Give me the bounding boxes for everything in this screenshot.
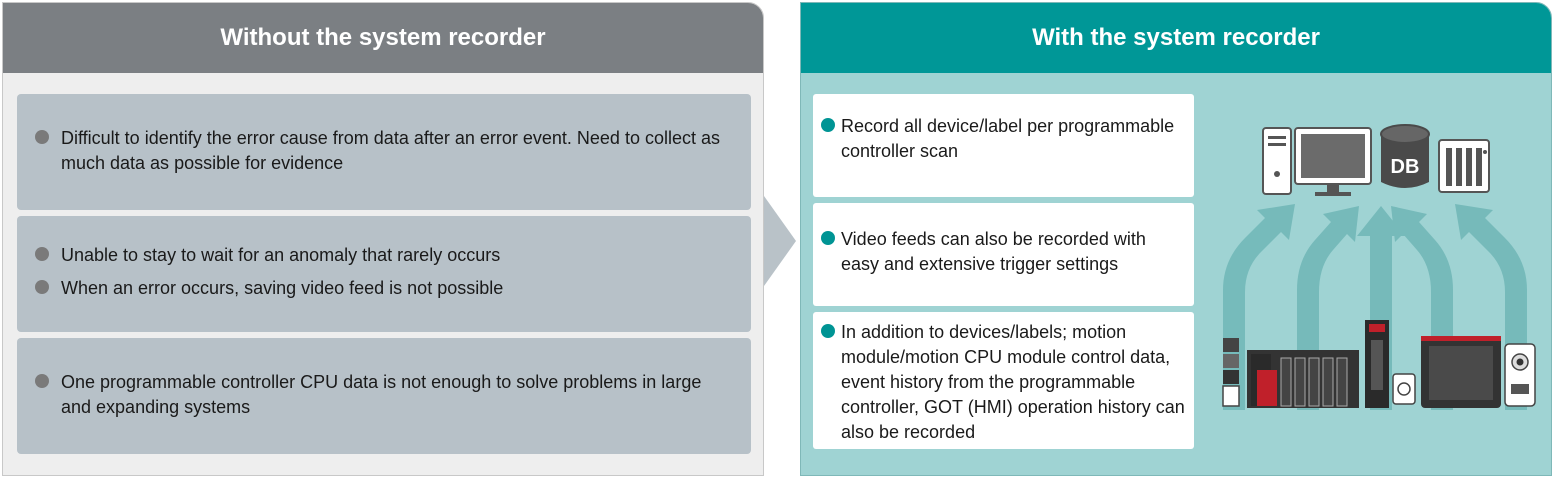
bullet-icon <box>35 374 49 388</box>
bullet-icon <box>821 231 835 245</box>
bullet-icon <box>35 280 49 294</box>
problem-item: When an error occurs, saving video feed … <box>35 276 733 301</box>
plc-rack-icon <box>1247 350 1359 408</box>
problem-item: One programmable controller CPU data is … <box>35 370 733 420</box>
data-collection-illustration: DB <box>1222 124 1536 410</box>
db-label: DB <box>1391 156 1420 178</box>
problem-item: Difficult to identify the error cause fr… <box>35 126 733 176</box>
bullet-icon <box>821 324 835 338</box>
without-recorder-panel: Without the system recorder Difficult to… <box>2 2 764 476</box>
problem-box-1: Difficult to identify the error cause fr… <box>17 94 751 210</box>
bullet-icon <box>35 247 49 261</box>
benefit-item: Record all device/label per programmable… <box>821 114 1186 164</box>
storage-server-icon <box>1438 139 1490 193</box>
pc-tower-icon <box>1262 127 1292 195</box>
benefit-box-3: In addition to devices/labels; motion mo… <box>813 312 1194 449</box>
with-recorder-title: With the system recorder <box>801 3 1551 73</box>
transition-arrow-icon <box>764 196 796 286</box>
benefit-box-2: Video feeds can also be recorded with ea… <box>813 203 1194 306</box>
motion-cpu-icon <box>1365 320 1416 408</box>
hmi-panel-icon <box>1421 336 1501 408</box>
benefit-item: In addition to devices/labels; motion mo… <box>821 320 1186 445</box>
problem-box-3: One programmable controller CPU data is … <box>17 338 751 454</box>
benefit-box-1: Record all device/label per programmable… <box>813 94 1194 197</box>
benefit-item: Video feeds can also be recorded with ea… <box>821 227 1186 277</box>
database-icon: DB <box>1380 124 1430 188</box>
problem-item: Unable to stay to wait for an anomaly th… <box>35 243 733 268</box>
without-recorder-title: Without the system recorder <box>3 3 763 73</box>
bullet-icon <box>35 130 49 144</box>
bullet-icon <box>821 118 835 132</box>
problem-box-2: Unable to stay to wait for an anomaly th… <box>17 216 751 332</box>
sensor-icon <box>1222 338 1240 407</box>
monitor-icon <box>1294 127 1372 196</box>
camera-icon <box>1504 343 1536 407</box>
